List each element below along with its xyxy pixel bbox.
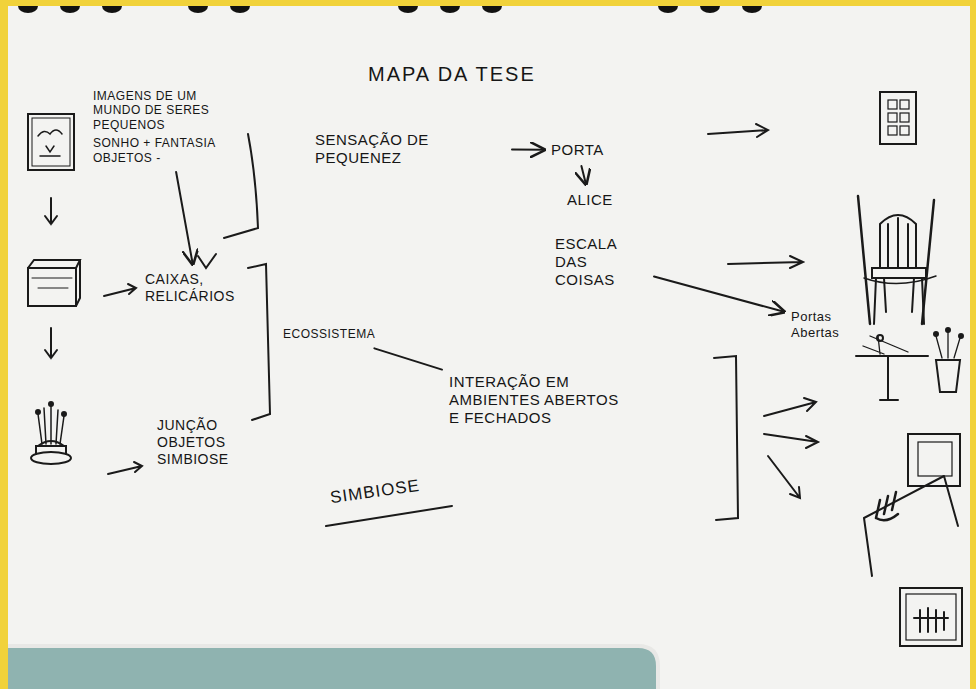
notebook-page: MAPA DA TESE IMAGENS DE UM MUNDO DE SERES… <box>8 6 970 689</box>
note-text: Portas Abertas <box>791 309 871 340</box>
note-text: ECOSSISTEMA <box>283 327 375 341</box>
concept-note: INTERAÇÃO EM AMBIENTES ABERTOS E FECHADO… <box>446 370 632 430</box>
concept-note: ALICE <box>564 188 616 212</box>
note-text: SONHO + FANTASIA OBJETOS - <box>93 136 243 165</box>
note-text: ALICE <box>567 191 613 209</box>
sketch-arrow <box>581 166 586 184</box>
sketch-arrow <box>654 276 784 311</box>
note-text: PORTA <box>551 141 604 159</box>
concept-note: JUNÇÃO OBJETOS SIMBIOSE <box>154 414 252 470</box>
title-text: MAPA DA TESE <box>368 62 536 86</box>
note-text: JUNÇÃO OBJETOS SIMBIOSE <box>157 417 249 467</box>
note-label: SIMBIOSE <box>329 476 421 509</box>
concept-note: CAIXAS, RELICÁRIOS <box>142 268 252 308</box>
concept-note: IMAGENS DE UM MUNDO DE SERES PEQUENOS SON… <box>90 86 246 168</box>
concept-note: ECOSSISTEMA <box>280 324 378 344</box>
note-text: SENSAÇÃO DE PEQUENEZ <box>315 131 505 167</box>
note-text: CAIXAS, RELICÁRIOS <box>145 271 249 305</box>
concept-note: ESCALA DAS COISAS <box>552 232 650 292</box>
sketch-arrow <box>176 172 193 264</box>
note-text: IMAGENS DE UM MUNDO DE SERES PEQUENOS <box>93 89 243 132</box>
concept-note: PORTA <box>548 138 607 162</box>
note-text: ESCALA DAS COISAS <box>555 235 647 289</box>
note-text: INTERAÇÃO EM AMBIENTES ABERTOS E FECHADO… <box>449 373 629 427</box>
sketch-arrow <box>512 149 544 151</box>
sketch-arrow <box>374 348 442 369</box>
concept-note: Portas Abertas <box>788 306 874 343</box>
concept-note: SENSAÇÃO DE PEQUENEZ <box>312 128 508 170</box>
